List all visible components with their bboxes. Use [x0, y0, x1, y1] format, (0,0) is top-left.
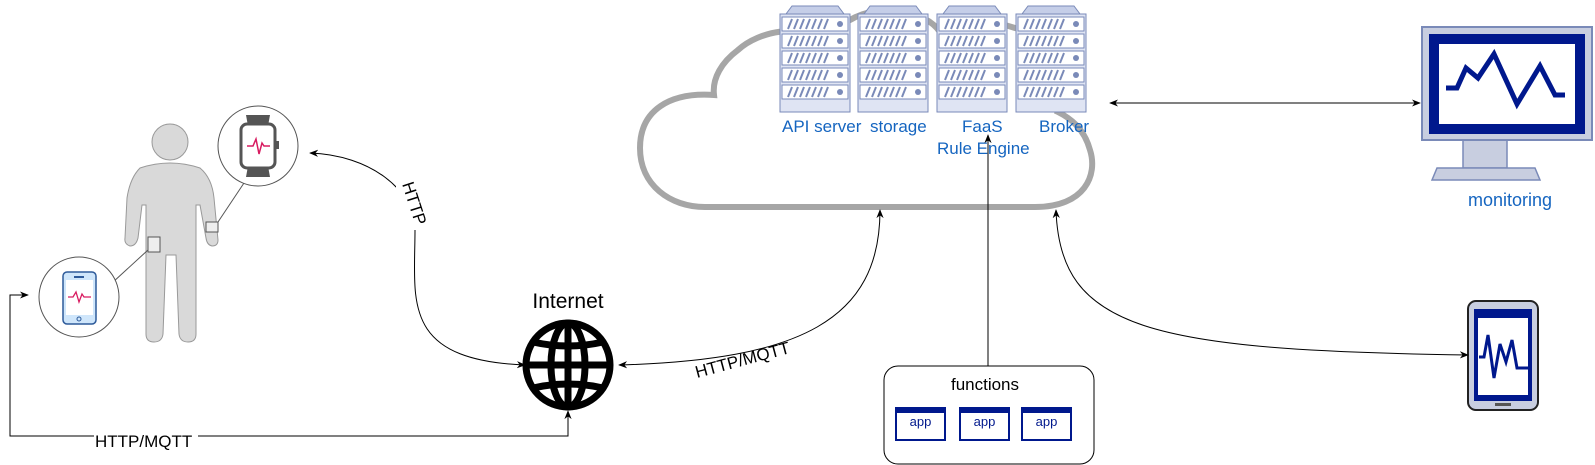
server-rack-broker: [1015, 5, 1087, 113]
app-label-2: app: [974, 414, 996, 429]
http-label-bg: [396, 182, 422, 230]
smartwatch-icon: [217, 105, 299, 187]
person-icon: [124, 123, 219, 343]
smartphone-icon: [38, 256, 120, 338]
edge-internet-to-cloud: [618, 209, 884, 369]
mobile-device-icon: [1467, 300, 1539, 411]
monitoring-label: monitoring: [1468, 190, 1552, 210]
app-box-1: [895, 407, 946, 441]
phone-on-person-icon: [147, 236, 161, 253]
faas-label: FaaS: [962, 117, 1003, 136]
monitoring-computer-icon: [1421, 26, 1593, 181]
broker-label: Broker: [1039, 117, 1089, 136]
api-server-label: API server: [782, 117, 862, 136]
http-mqtt-bottom-label: HTTP/MQTT: [95, 432, 192, 451]
internet-label: Internet: [532, 290, 603, 313]
app-box-3: [1021, 407, 1072, 441]
server-rack-api: [779, 5, 851, 113]
server-rack-faas: [936, 5, 1008, 113]
server-rack-storage: [857, 5, 929, 113]
phone-callout-line: [111, 249, 149, 284]
app-label-1: app: [910, 414, 932, 429]
app-box-2: [959, 407, 1010, 441]
app-label-3: app: [1036, 414, 1058, 429]
http-mqtt-bottom-label-bg: [94, 430, 198, 444]
globe-icon: [522, 319, 614, 411]
watch-on-person-icon: [205, 221, 219, 233]
watch-callout-line: [217, 182, 245, 223]
edge-cloud-to-mobile: [1052, 209, 1469, 359]
storage-label: storage: [870, 117, 927, 136]
edge-phone-to-internet: [9, 291, 572, 437]
functions-title: functions: [951, 375, 1019, 394]
rule-engine-label: Rule Engine: [937, 139, 1030, 158]
http-mqtt-internet-cloud-label: HTTP/MQTT: [693, 338, 792, 382]
